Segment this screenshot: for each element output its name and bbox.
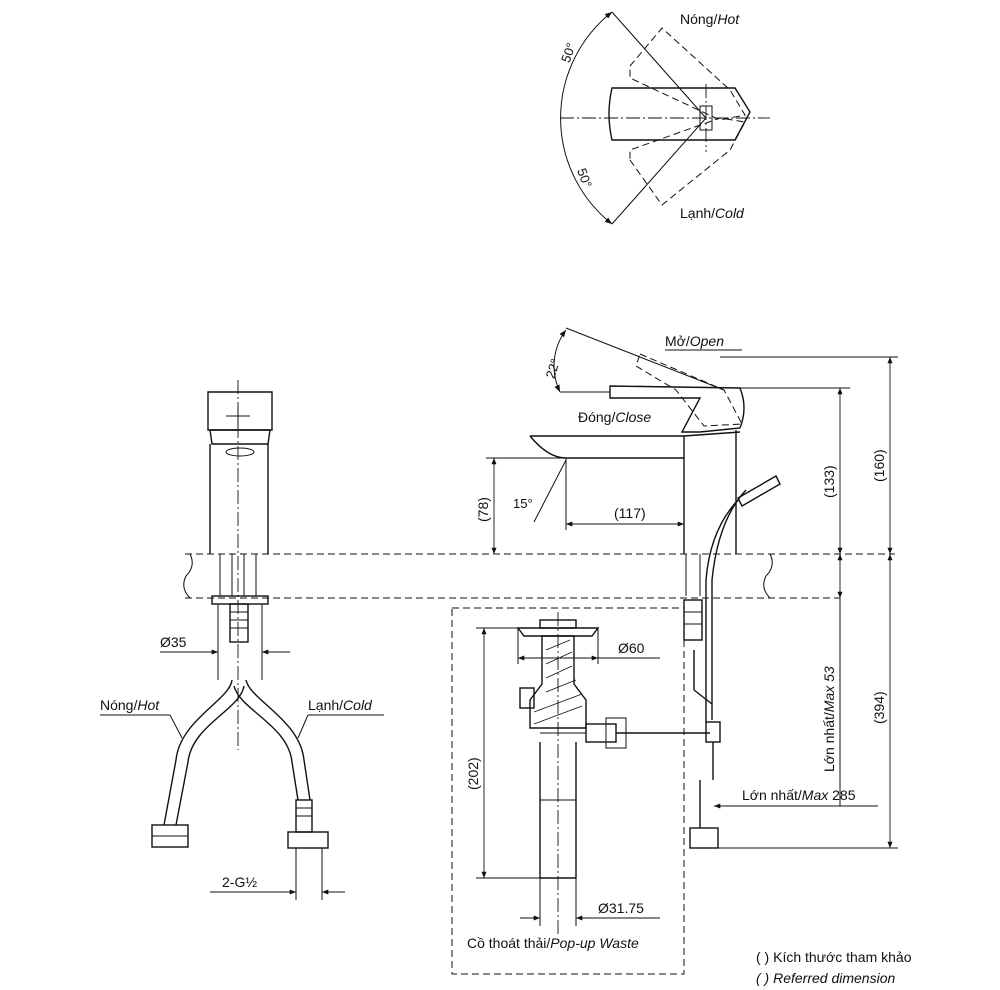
front-hot-label: Nóng/Hot bbox=[100, 697, 160, 713]
front-threaded-rod bbox=[229, 603, 249, 643]
front-shanks bbox=[219, 554, 257, 596]
popup-waste: Ø60 (202) Ø31.75 Cồ thoát thải/Pop-up Wa… bbox=[451, 607, 710, 975]
legend-line-vi: ( ) Kích thước tham khảo bbox=[756, 949, 912, 965]
hot-angle-label: 50° bbox=[558, 41, 579, 65]
legend: ( ) Kích thước tham khảo ( ) Referred di… bbox=[756, 949, 912, 986]
side-lever-closed bbox=[609, 385, 745, 433]
front-collar bbox=[209, 429, 271, 445]
waste-stopper-cap bbox=[539, 619, 577, 629]
spout-height-label: (78) bbox=[475, 497, 491, 522]
countertop-break-right bbox=[763, 553, 773, 599]
side-threaded-rod bbox=[683, 599, 703, 641]
max-rod-label: Lớn nhất/Max 285 bbox=[742, 787, 856, 803]
flange-diameter-label: Ø60 bbox=[618, 640, 645, 656]
spout-angle-line bbox=[533, 459, 567, 523]
lever-height-label: (133) bbox=[821, 465, 837, 498]
front-aerator bbox=[225, 447, 255, 457]
cold-hose-nut bbox=[287, 831, 329, 849]
waste-caption: Cồ thoát thải/Pop-up Waste bbox=[467, 935, 639, 951]
front-cold-label: Lạnh/Cold bbox=[308, 697, 373, 713]
popup-knob bbox=[737, 475, 781, 507]
lever-angle-open-line bbox=[565, 327, 725, 391]
hot-hose-outer bbox=[163, 679, 233, 826]
close-label: Đóng/Close bbox=[578, 409, 651, 425]
waste-overflow-port bbox=[519, 687, 535, 709]
countertop bbox=[183, 553, 895, 599]
open-label: Mở/Open bbox=[665, 333, 724, 349]
side-hose-nut bbox=[689, 827, 719, 849]
linkage-clip bbox=[705, 721, 721, 743]
side-lift-linkage bbox=[693, 650, 713, 705]
side-view: 22° Mở/Open Đóng/Close 15° (117) (78) (1… bbox=[475, 327, 898, 849]
thread-size-label: 2-G½ bbox=[222, 874, 257, 890]
legend-line-en: ( ) Referred dimension bbox=[756, 970, 895, 986]
lever-angle-label: 22° bbox=[543, 357, 563, 380]
hot-angle-line bbox=[611, 11, 707, 119]
cold-angle-line bbox=[611, 117, 707, 225]
front-view: Ø35 2-G½ Nóng/Hot Lạnh/Cold bbox=[100, 380, 384, 900]
shank-diameter-label: Ø35 bbox=[160, 634, 187, 650]
waste-height-label: (202) bbox=[465, 757, 481, 790]
top-cold-label: Lạnh/Cold bbox=[680, 205, 745, 221]
total-height-label: (160) bbox=[871, 449, 887, 482]
handle-outline bbox=[608, 87, 751, 141]
cold-hose-inner bbox=[233, 685, 299, 801]
cold-hose-outer bbox=[245, 679, 311, 801]
popup-rod bbox=[705, 489, 747, 722]
front-nut bbox=[211, 595, 269, 605]
top-hot-label: Nóng/Hot bbox=[680, 11, 740, 27]
rotation-arc bbox=[560, 11, 613, 225]
waste-pivot-nut bbox=[585, 723, 617, 743]
waste-tailpiece bbox=[539, 742, 577, 879]
spout-reach-label: (117) bbox=[614, 505, 646, 521]
waste-frame bbox=[451, 607, 685, 975]
side-spout bbox=[529, 431, 741, 459]
side-shank bbox=[685, 554, 701, 596]
hot-hose-inner bbox=[175, 685, 245, 826]
tail-diameter-label: Ø31.75 bbox=[598, 900, 644, 916]
front-body bbox=[209, 444, 269, 554]
waste-pivot-body bbox=[605, 717, 627, 749]
lever-angle-arc bbox=[553, 329, 567, 393]
countertop-break-left bbox=[183, 553, 193, 599]
max-thickness-label: Lớn nhất/Max 53 bbox=[821, 666, 837, 772]
spout-angle-label: 15° bbox=[513, 496, 533, 511]
cartridge-mark bbox=[699, 105, 713, 131]
cold-angle-label: 50° bbox=[574, 166, 595, 190]
front-hot-leader bbox=[169, 714, 183, 739]
hot-position-ghost bbox=[629, 27, 746, 121]
side-lever-open-ghost bbox=[635, 353, 743, 427]
top-view: 50° 50° Nóng/Hot Lạnh/Cold bbox=[558, 11, 770, 225]
front-handle bbox=[207, 391, 273, 431]
front-cold-leader bbox=[297, 714, 309, 739]
cold-position-ghost bbox=[629, 117, 746, 206]
side-body bbox=[683, 430, 737, 554]
below-deck-label: (394) bbox=[871, 691, 887, 724]
